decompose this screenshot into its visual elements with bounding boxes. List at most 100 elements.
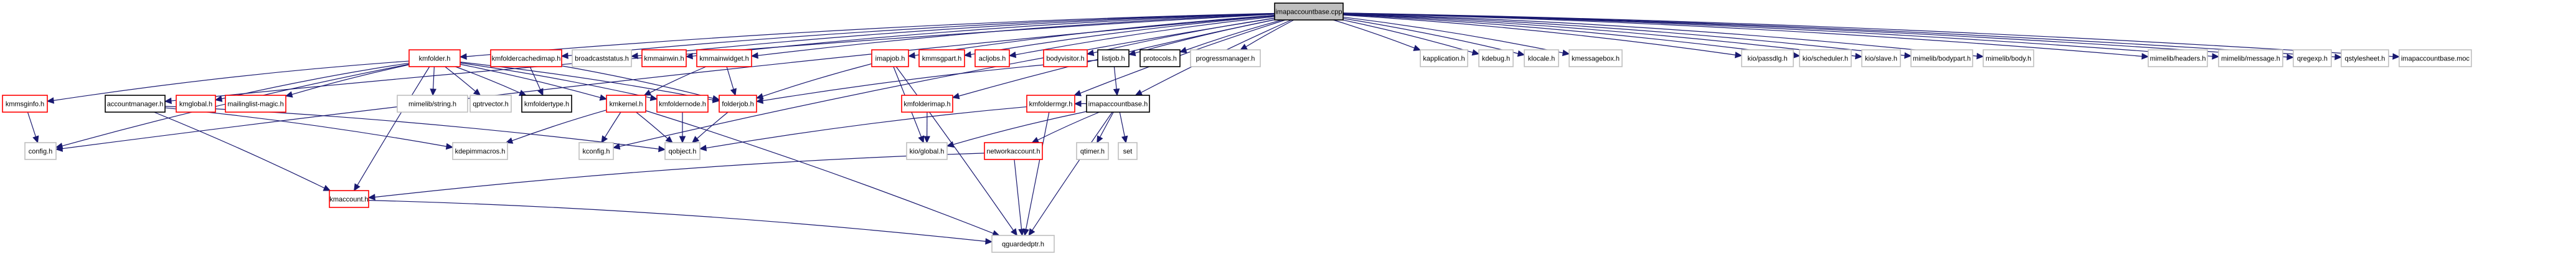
node-box [1910, 49, 1973, 67]
arrowhead-icon [1793, 52, 1801, 59]
node-qptrvector: qptrvector.h [469, 95, 512, 113]
arrowhead-icon [519, 90, 527, 96]
node-kmfolder[interactable]: kmfolder.h [408, 49, 461, 67]
node-imapjob[interactable]: imapjob.h [871, 49, 909, 67]
node-set: set [1118, 142, 1138, 160]
edge-kmkernel-to-qguardedptr [645, 110, 1000, 237]
edge-root-to-kdebug [1342, 19, 1480, 56]
edge-networkaccount-to-qguardedptr [1014, 159, 1025, 237]
node-kmmsginfo[interactable]: kmmsginfo.h [2, 95, 48, 113]
edge-line [164, 107, 447, 147]
node-protocols[interactable]: protocols.h [1139, 49, 1181, 67]
arrowhead-icon [537, 88, 544, 97]
node-kmmainwidget[interactable]: kmmainwidget.h [696, 49, 752, 67]
node-box [984, 142, 1043, 160]
node-box [105, 95, 166, 113]
node-kmfoldermgr[interactable]: kmfoldermgr.h [1026, 95, 1075, 113]
edge-line [53, 60, 410, 101]
node-imapaccountbaseh[interactable]: imapaccountbase.h [1086, 95, 1150, 113]
arrowhead-icon [1008, 51, 1017, 59]
arrowhead-icon [665, 136, 673, 143]
node-label: imapaccountbase.h [1088, 101, 1148, 108]
node-listjob[interactable]: listjob.h [1097, 49, 1130, 67]
node-label: kio/global.h [910, 148, 945, 156]
node-box [1139, 49, 1181, 67]
arrowhead-icon [1028, 228, 1036, 237]
node-label: networkaccount.h [986, 148, 1040, 156]
edge-line [953, 111, 1087, 145]
edge-line [445, 66, 476, 92]
node-label: protocols.h [1143, 55, 1177, 63]
edge-accountmanager-to-kmaccount [154, 111, 331, 191]
edge-kmkernel-to-kconfig [601, 111, 621, 144]
edge-line [1037, 111, 1100, 141]
edge-line [1245, 19, 1295, 47]
arrowhead-icon [445, 143, 454, 150]
edge-imapaccountbaseh-to-qguardedptr [1028, 111, 1113, 237]
edge-line [1342, 13, 1978, 57]
node-networkaccount[interactable]: networkaccount.h [984, 142, 1043, 160]
node-label: mailinglist-magic.h [227, 101, 283, 108]
arrowhead-icon [918, 135, 925, 144]
edge-imapjob-to-folderjob [755, 63, 872, 100]
node-label: kmaccount.h [329, 196, 368, 204]
arrowhead-icon [730, 88, 737, 97]
node-kmmsgpart[interactable]: kmmsgpart.h [918, 49, 965, 67]
node-mailinglist[interactable]: mailinglist-magic.h [225, 95, 286, 113]
node-box [329, 190, 369, 208]
node-acljobs[interactable]: acljobs.h [974, 49, 1010, 67]
edge-line [154, 111, 325, 189]
edge-imapaccountbaseh-to-qtimer [1097, 111, 1114, 144]
edge-line [357, 66, 430, 186]
arrowhead-icon [630, 52, 638, 59]
node-kmkernel[interactable]: kmkernel.h [606, 95, 646, 113]
arrowhead-icon [907, 52, 916, 59]
edge-imapaccountbaseh-to-set [1119, 111, 1128, 144]
node-box [397, 95, 468, 113]
node-broadcaststatus: broadcaststatus.h [572, 49, 632, 67]
arrowhead-icon [473, 88, 481, 96]
edge-root-to-body [1342, 13, 1984, 60]
edge-accountmanager-to-kdepimmacros [164, 107, 454, 150]
edge-line [1342, 13, 1905, 56]
node-box [225, 95, 286, 113]
arrowhead-icon [55, 143, 64, 149]
node-bodyvisitor[interactable]: bodyvisitor.h [1043, 49, 1088, 67]
node-label: kapplication.h [1423, 55, 1465, 63]
node-kconfig: kconfig.h [578, 142, 614, 160]
node-box [974, 49, 1010, 67]
edge-line [637, 13, 1275, 57]
nodes-layer: imapaccountbase.cpp kmfolder.h kmfoldercac… [2, 2, 2472, 253]
node-box [1076, 142, 1109, 160]
node-box [1524, 49, 1559, 67]
node-accountmanager[interactable]: accountmanager.h [105, 95, 166, 113]
edge-imapaccountbaseh-to-kmfoldermgr [1073, 100, 1087, 107]
node-klocale: klocale.h [1524, 49, 1559, 67]
arrowhead-icon [2212, 53, 2220, 60]
node-kmglobal[interactable]: kmglobal.h [176, 95, 216, 113]
node-folderjob[interactable]: folderjob.h [719, 95, 757, 113]
edge-line [1026, 111, 1050, 230]
arrowhead-icon [1517, 50, 1526, 57]
arrowhead-icon [1735, 51, 1743, 59]
node-kmfolderimap[interactable]: kmfolderimap.h [901, 95, 953, 113]
node-kmfoldernode[interactable]: kmfoldernode.h [656, 95, 709, 113]
arrowhead-icon [1097, 135, 1103, 144]
edge-kmfolder-to-kmmsginfo [46, 60, 410, 104]
arrowhead-icon [1413, 44, 1422, 51]
edge-line [529, 66, 541, 90]
edge-line [1119, 111, 1125, 137]
node-root[interactable]: imapaccountbase.cpp [1274, 2, 1344, 21]
edge-line [1342, 19, 1473, 53]
node-kmfoldercachedimap[interactable]: kmfoldercachedimap.h [490, 49, 562, 67]
node-label: kmmainwidget.h [699, 55, 748, 63]
node-kmaccount[interactable]: kmaccount.h [329, 190, 369, 208]
arrowhead-icon [755, 93, 764, 100]
node-box [901, 95, 953, 113]
node-label: kmfoldertype.h [524, 101, 569, 108]
node-kmfoldertype[interactable]: kmfoldertype.h [521, 95, 572, 113]
node-kmmainwin[interactable]: kmmainwin.h [641, 49, 687, 67]
arrowhead-icon [459, 53, 467, 60]
edge-line [619, 17, 1275, 147]
edge-kmmainwidget-to-folderjob [726, 66, 737, 97]
